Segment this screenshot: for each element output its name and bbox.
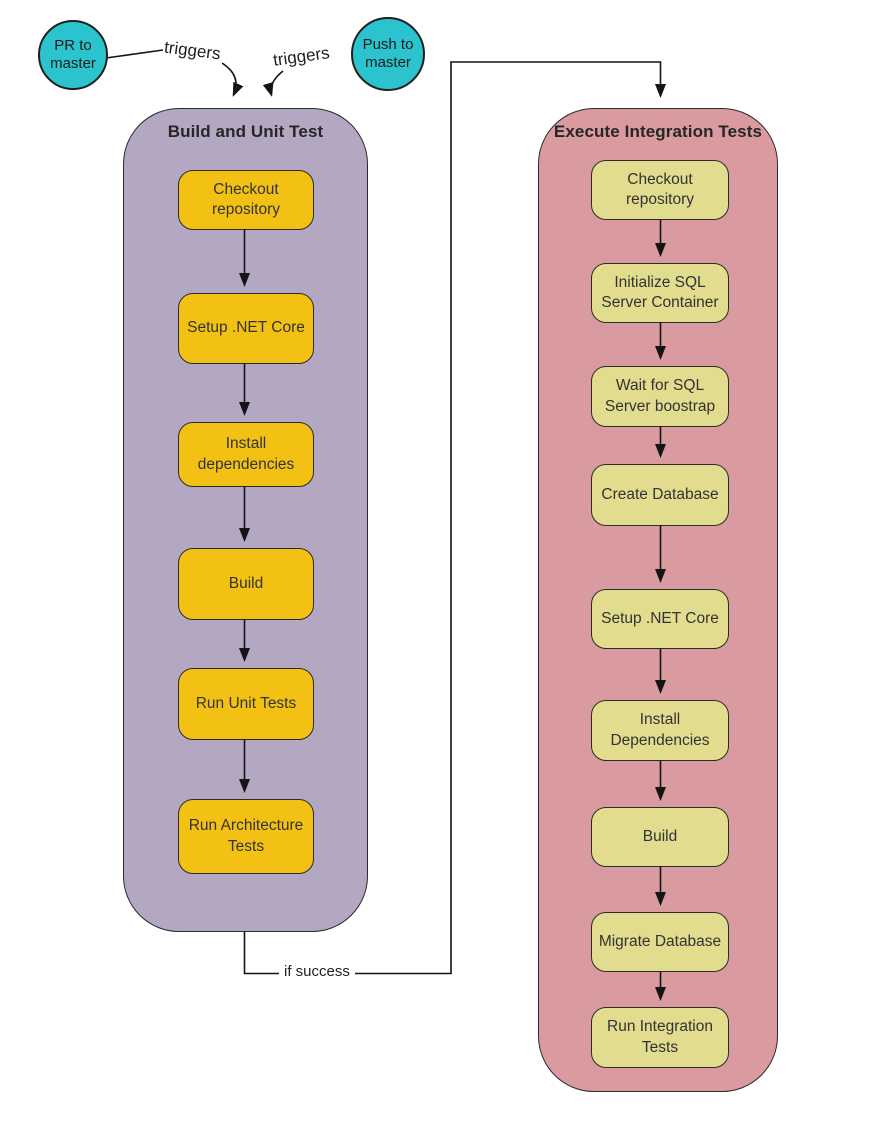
edge-label-triggers-push: triggers [271,43,331,70]
step-label: Build [228,574,264,592]
step-label: Install Dependencies [610,711,710,749]
build-step-install-dependencies: Install dependencies [178,422,314,487]
step-label: Wait for SQL Server boostrap [604,377,716,415]
pipeline-build-and-unit-test: Build and Unit Test Checkout repository … [123,108,368,932]
build-step-checkout-repository: Checkout repository [178,170,314,230]
edge-pr-to-triggers-line [105,49,164,59]
integration-step-install-dependencies: Install Dependencies [591,700,729,761]
integration-step-create-database: Create Database [591,464,729,526]
trigger-node-push-to-master: Push to master [351,17,425,91]
step-label: Run Unit Tests [195,694,297,712]
build-step-run-unit-tests: Run Unit Tests [178,668,314,740]
integration-step-wait-for-sql-server-boostrap: Wait for SQL Server boostrap [591,366,729,427]
integration-step-initialize-sql-server-container: Initialize SQL Server Container [591,263,729,323]
edge-pr-trigger-arrow [221,62,244,97]
integration-step-run-integration-tests: Run Integration Tests [591,1007,729,1068]
step-label: Run Architecture Tests [188,817,304,855]
integration-step-setup-dotnet-core: Setup .NET Core [591,589,729,649]
trigger-label: PR to master [50,37,96,72]
step-label: Initialize SQL Server Container [601,273,719,311]
build-step-run-architecture-tests: Run Architecture Tests [178,799,314,874]
trigger-label: Push to master [362,36,414,71]
step-label: Setup .NET Core [187,319,305,337]
step-label: Create Database [601,485,719,503]
trigger-node-pr-to-master: PR to master [38,20,108,90]
build-step-build: Build [178,548,314,620]
step-label: Build [642,827,678,845]
integration-step-build: Build [591,807,729,867]
integration-step-migrate-database: Migrate Database [591,912,729,972]
edge-label-if-success: if success [279,963,355,980]
step-label: Checkout repository [625,170,695,208]
step-label: Migrate Database [598,932,722,950]
pipeline-execute-integration-tests: Execute Integration Tests Checkout repos… [538,108,778,1092]
step-label: Run Integration Tests [607,1018,713,1056]
step-label: Install dependencies [197,435,295,473]
edge-label-triggers-pr: triggers [163,37,222,64]
build-step-setup-dotnet-core: Setup .NET Core [178,293,314,364]
pipeline-title-build: Build and Unit Test [167,122,324,141]
step-label: Checkout repository [211,180,281,218]
edge-push-trigger-arrow [262,70,284,97]
step-label: Setup .NET Core [601,609,719,627]
integration-step-checkout-repository: Checkout repository [591,160,729,220]
pipeline-title-integration: Execute Integration Tests [553,122,763,141]
